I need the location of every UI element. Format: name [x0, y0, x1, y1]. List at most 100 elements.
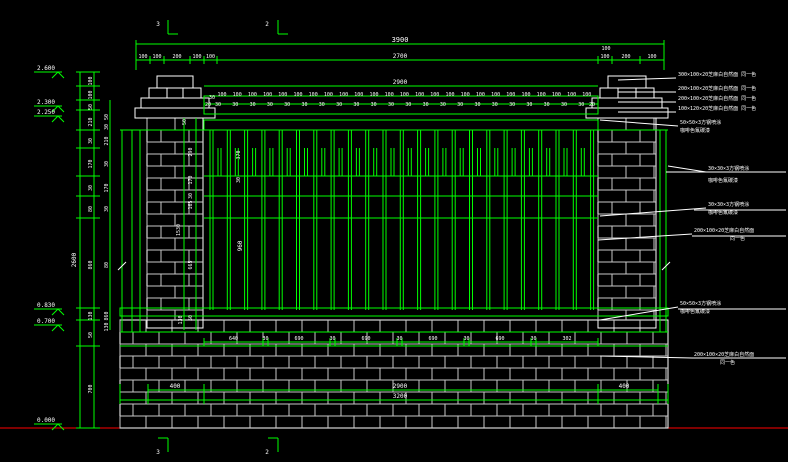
- leader-line: [667, 165, 707, 173]
- rail-spacing-label: 100: [263, 92, 272, 98]
- dim-bottom-segment: 690: [428, 336, 437, 342]
- elevation-label: 0.000: [37, 417, 55, 424]
- dimension-lines: [34, 20, 786, 452]
- dim-left-segment: 100: [88, 76, 94, 85]
- leader-line: [599, 306, 679, 321]
- dim-left-segment2: 30: [104, 124, 110, 130]
- dim-bottom-segment: 30: [396, 336, 402, 342]
- dim-665: 665: [188, 260, 194, 269]
- dim-165: 165: [188, 200, 194, 209]
- dim-left-segment2: 50: [104, 114, 110, 120]
- rail-spacing-label: 100: [324, 92, 333, 98]
- rail-spacing-label: 100: [293, 92, 302, 98]
- section-mark: 2: [265, 21, 269, 28]
- baluster-spacing-label: 30: [492, 102, 498, 108]
- dim-left-segment2: 80: [104, 262, 110, 268]
- elevation-label: 0.700: [37, 318, 55, 325]
- rail-spacing-label: 100: [491, 92, 500, 98]
- annotation-text: 200×100×20芝麻白自然面: [694, 351, 754, 358]
- rail-spacing-label: 100: [278, 92, 287, 98]
- baluster-spacing-label: 30: [509, 102, 515, 108]
- pier-cap-top: [607, 75, 647, 89]
- dim-left-segment2: 210: [104, 136, 110, 145]
- dim-left-segment2: 860: [104, 311, 110, 320]
- baluster-spacing-label: 30: [267, 102, 273, 108]
- rail-spacing-label: 100: [521, 92, 530, 98]
- dim-left-segment: 30: [88, 185, 94, 191]
- bottom-rail: [119, 307, 669, 317]
- dim-overall-label: 3900: [392, 36, 409, 44]
- dim-bottom-segment: 30: [463, 336, 469, 342]
- dim-segment: 100: [206, 54, 215, 60]
- elevation-triangle: [51, 105, 65, 113]
- baluster-spacing-label: 30: [440, 102, 446, 108]
- dim-170: 170: [188, 175, 194, 184]
- dim-pier-left: 400: [170, 383, 181, 390]
- pier-cap-course: [134, 107, 216, 119]
- baluster-spacing-label: 30: [215, 102, 221, 108]
- cross-rail-upper: [203, 119, 599, 131]
- rail-spacing-label: 100: [415, 92, 424, 98]
- dim-130: 130: [178, 315, 184, 324]
- rail-spacing-label: 100: [354, 92, 363, 98]
- baluster-spacing-label: 30: [405, 102, 411, 108]
- dim-3200-label: 3200: [393, 393, 408, 400]
- leader-line: [599, 355, 693, 359]
- pier-cap-course: [140, 97, 210, 109]
- dim-segment: 100: [138, 54, 147, 60]
- end-label: 30: [209, 95, 215, 101]
- baluster-spacing-label: 30: [301, 102, 307, 108]
- dim-left-segment2: 130: [104, 322, 110, 331]
- dim-960: 960: [237, 240, 244, 251]
- dim-left-segment: 100: [88, 90, 94, 99]
- rail-spacing-label: 100: [537, 92, 546, 98]
- break-mark: [661, 261, 671, 271]
- rail-spacing-label: 100: [369, 92, 378, 98]
- leader-line: [597, 233, 693, 241]
- pier: [597, 117, 657, 329]
- annotation-text: 咖啡色氟碳漆: [680, 127, 710, 134]
- annotation-text: 50×50×3方钢喷涂: [680, 119, 721, 126]
- rail-spacing-label: 100: [476, 92, 485, 98]
- rail-spacing-label: 100: [430, 92, 439, 98]
- annotation-text: 30×30×3方钢喷涂: [708, 165, 749, 172]
- baluster-spacing-label: 30: [423, 102, 429, 108]
- base-wall: [119, 319, 669, 429]
- dim-left-segment: 700: [88, 384, 94, 393]
- annotation-text: 200×100×20芝麻白自然面 同一色: [678, 95, 756, 102]
- leader-line: [599, 119, 679, 127]
- pier-cap-course: [591, 97, 663, 109]
- elevation-label: 2.250: [37, 109, 55, 116]
- dim-left-segment: 50: [88, 104, 94, 110]
- annotation-text: 300×100×20芝麻白自然面 同一色: [678, 71, 756, 78]
- baluster-spacing-label: 30: [457, 102, 463, 108]
- elevation-label: 2.300: [37, 99, 55, 106]
- dim-bottom-segment: 30: [530, 336, 536, 342]
- dim-left-segment2: 30: [104, 206, 110, 212]
- rail-spacing-label: 100: [385, 92, 394, 98]
- dim-bottom-segment: 30: [262, 336, 268, 342]
- annotation-text: 同一色: [730, 235, 745, 242]
- elevation-label: 2.600: [37, 65, 55, 72]
- dim-segment: 100: [647, 54, 656, 60]
- dim-inner-label: 2900: [393, 79, 408, 86]
- rail-spacing-label: 100: [552, 92, 561, 98]
- dim-30: 30: [188, 193, 194, 199]
- baluster-spacing-label: 30: [353, 102, 359, 108]
- dim-bottom-segment: 690: [361, 336, 370, 342]
- baluster-spacing-label: 30: [284, 102, 290, 108]
- dim-left-segment: 210: [88, 117, 94, 126]
- elevation-triangle: [51, 324, 65, 332]
- dim-middle: 2700: [393, 53, 408, 60]
- dim-370: 370: [236, 150, 242, 159]
- dim-left-segment: 860: [88, 260, 94, 269]
- baluster-spacing-label: 30: [232, 102, 238, 108]
- baluster-spacing-label: 30: [371, 102, 377, 108]
- dim-segment: 100: [600, 54, 609, 60]
- dim-left-segment2: 30: [104, 161, 110, 167]
- elevation-triangle: [51, 71, 65, 79]
- dim-bottom-segment: 302: [562, 336, 571, 342]
- annotation-text: 咖啡色氟碳漆: [708, 177, 738, 184]
- baluster-spacing-label: 30: [578, 102, 584, 108]
